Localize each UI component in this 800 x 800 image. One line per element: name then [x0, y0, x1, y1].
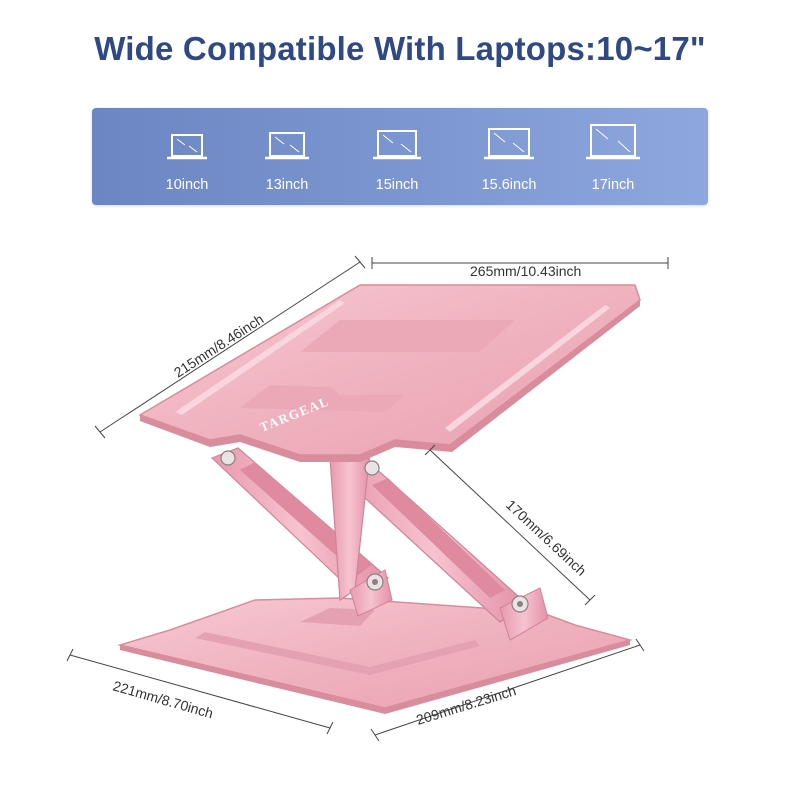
- dimension-height: 170mm/6.69inch: [503, 496, 590, 578]
- laptop-icon: [484, 128, 534, 160]
- stand-rear-arms: [338, 464, 549, 641]
- dimension-line-height: [429, 449, 591, 601]
- size-option-15: 15inch: [342, 108, 452, 205]
- size-label: 15.6inch: [481, 177, 537, 193]
- size-option-10: 10inch: [132, 108, 242, 205]
- size-option-17: 17inch: [558, 108, 668, 205]
- stand-top-tray: TARGEAL: [138, 284, 641, 462]
- vent-slot: [300, 320, 515, 352]
- size-option-15-6: 15.6inch: [454, 108, 564, 205]
- size-option-13: 13inch: [232, 108, 342, 205]
- dimension-line-base-depth: [69, 654, 331, 729]
- page-title: Wide Compatible With Laptops:10~17": [94, 30, 706, 67]
- dimension-line-top-depth: [99, 261, 361, 433]
- dimension-top-width: 265mm/10.43inch: [470, 263, 581, 279]
- size-label: 17inch: [591, 177, 635, 193]
- hinge-screw: [220, 450, 236, 466]
- laptop-icon: [265, 132, 309, 160]
- vent-slot: [240, 385, 405, 412]
- dimension-lines: [66, 255, 669, 742]
- stand-front-arms: [210, 444, 393, 617]
- size-label: 13inch: [265, 177, 309, 193]
- compatibility-bar: 10inch 13inch 15inch 15.6inch: [92, 108, 708, 205]
- laptop-icon: [373, 130, 421, 160]
- laptop-icon: [586, 124, 640, 160]
- stand-base: [117, 597, 633, 714]
- size-label: 15inch: [375, 177, 419, 193]
- dimension-base-depth: 221mm/8.70inch: [111, 678, 215, 722]
- dimension-line-base-width: [374, 644, 641, 736]
- hinge-screw: [364, 460, 380, 476]
- laptop-icon: [167, 134, 207, 160]
- size-label: 10inch: [165, 177, 209, 193]
